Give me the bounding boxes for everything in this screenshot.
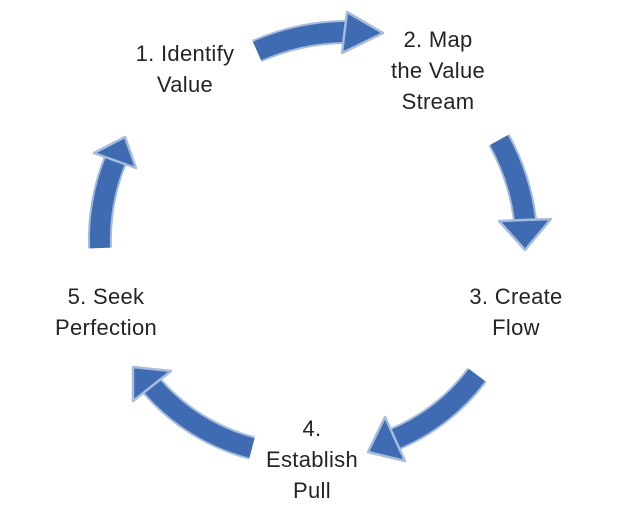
arrow-step5-to-step1 (87, 135, 138, 249)
arrow-step3-to-step4 (366, 367, 487, 463)
arrowhead-up-left-icon (131, 365, 173, 403)
step-line: 3. Create (469, 284, 563, 309)
step-1-identify-value: 1. Identify Value (75, 38, 295, 100)
arrowhead-up-icon (92, 135, 138, 170)
arrow-body (89, 157, 125, 249)
step-5-seek-perfection: 5. Seek Perfection (0, 281, 216, 343)
arrowhead-down-left-icon (366, 415, 407, 463)
arrowhead-right-icon (340, 10, 385, 55)
step-line: 2. Map (403, 27, 473, 52)
arrow-step2-to-step3 (488, 134, 553, 252)
step-line: the Value (390, 58, 486, 83)
arrow-step1-to-step2 (252, 10, 385, 63)
step-line: Pull (293, 478, 331, 503)
arrow-body (252, 22, 346, 61)
step-line: Flow (492, 315, 540, 340)
step-line: 5. Seek (67, 284, 145, 309)
step-line: 1. Identify (135, 41, 235, 66)
arrow-body (144, 379, 255, 458)
step-2-map-the-value-stream: 2. Map the Value Stream (328, 24, 548, 117)
step-line: Stream (401, 89, 475, 114)
arrowhead-down-icon (497, 217, 553, 252)
step-3-create-flow: 3. Create Flow (406, 281, 621, 343)
arrow-body (490, 135, 535, 222)
step-line: 4. (302, 416, 322, 441)
arrow-step4-to-step5 (131, 365, 256, 460)
step-line: Perfection (54, 315, 158, 340)
arrow-body (390, 368, 485, 449)
step-4-establish-pull: 4. Establish Pull (202, 413, 422, 506)
step-line: Establish (266, 447, 358, 472)
step-line: Value (156, 72, 214, 97)
